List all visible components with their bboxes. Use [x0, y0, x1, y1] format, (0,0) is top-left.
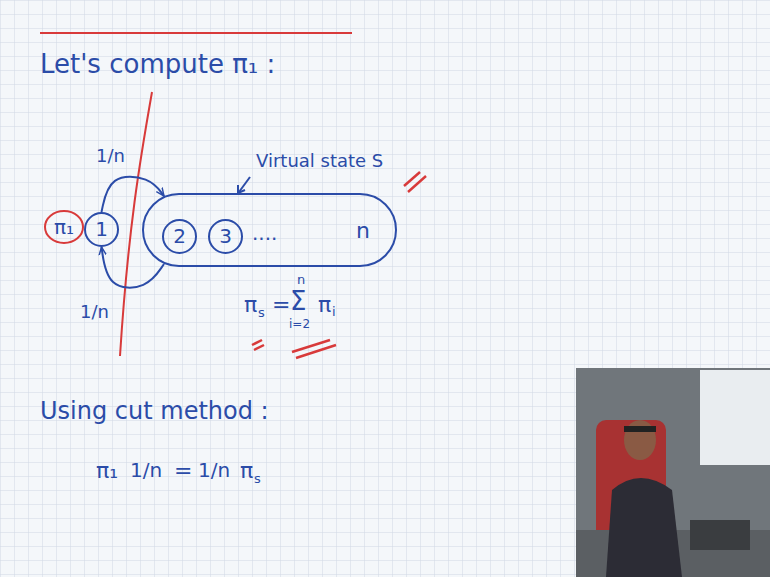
state-circle: 2: [162, 219, 197, 254]
highlight-circle: [45, 211, 83, 243]
note-text: 1/n: [198, 459, 230, 482]
cut-line: [120, 92, 152, 356]
note-text: Using cut method :: [40, 398, 269, 426]
transition-arrow: [102, 177, 165, 212]
transition-arrow: [102, 247, 165, 288]
transition-rate: 1/n: [96, 146, 125, 167]
note-text: i: [332, 305, 336, 320]
group-heading: Virtual state S: [256, 151, 383, 172]
video-inset: [576, 368, 770, 577]
state-number: 3: [219, 225, 232, 248]
note-text: π₁: [96, 458, 118, 483]
note-text: π: [318, 292, 331, 317]
note-text: Let's compute π₁ :: [40, 50, 275, 80]
note-text: s: [258, 306, 265, 321]
red-marks: [252, 172, 426, 358]
red-rule: [40, 32, 352, 34]
state-circle: 3: [208, 219, 243, 254]
note-text: n: [356, 218, 370, 243]
note-text: 1/n: [130, 459, 162, 482]
note-text: =: [174, 458, 192, 483]
leader-arrow: [238, 177, 250, 193]
note-text: π: [240, 458, 253, 483]
note-text: s: [254, 472, 261, 487]
state-number: 2: [173, 225, 186, 248]
note-text: n: [297, 273, 305, 288]
transition-rate: 1/n: [80, 302, 109, 323]
note-text: π₁: [54, 216, 74, 239]
note-text: ....: [252, 222, 277, 245]
note-text: π: [244, 292, 257, 317]
note-text: i=2: [289, 318, 310, 332]
state-circle: 1: [84, 212, 119, 247]
state-number: 1: [95, 218, 108, 241]
note-text: =: [272, 292, 290, 317]
note-text: Σ: [290, 287, 306, 317]
